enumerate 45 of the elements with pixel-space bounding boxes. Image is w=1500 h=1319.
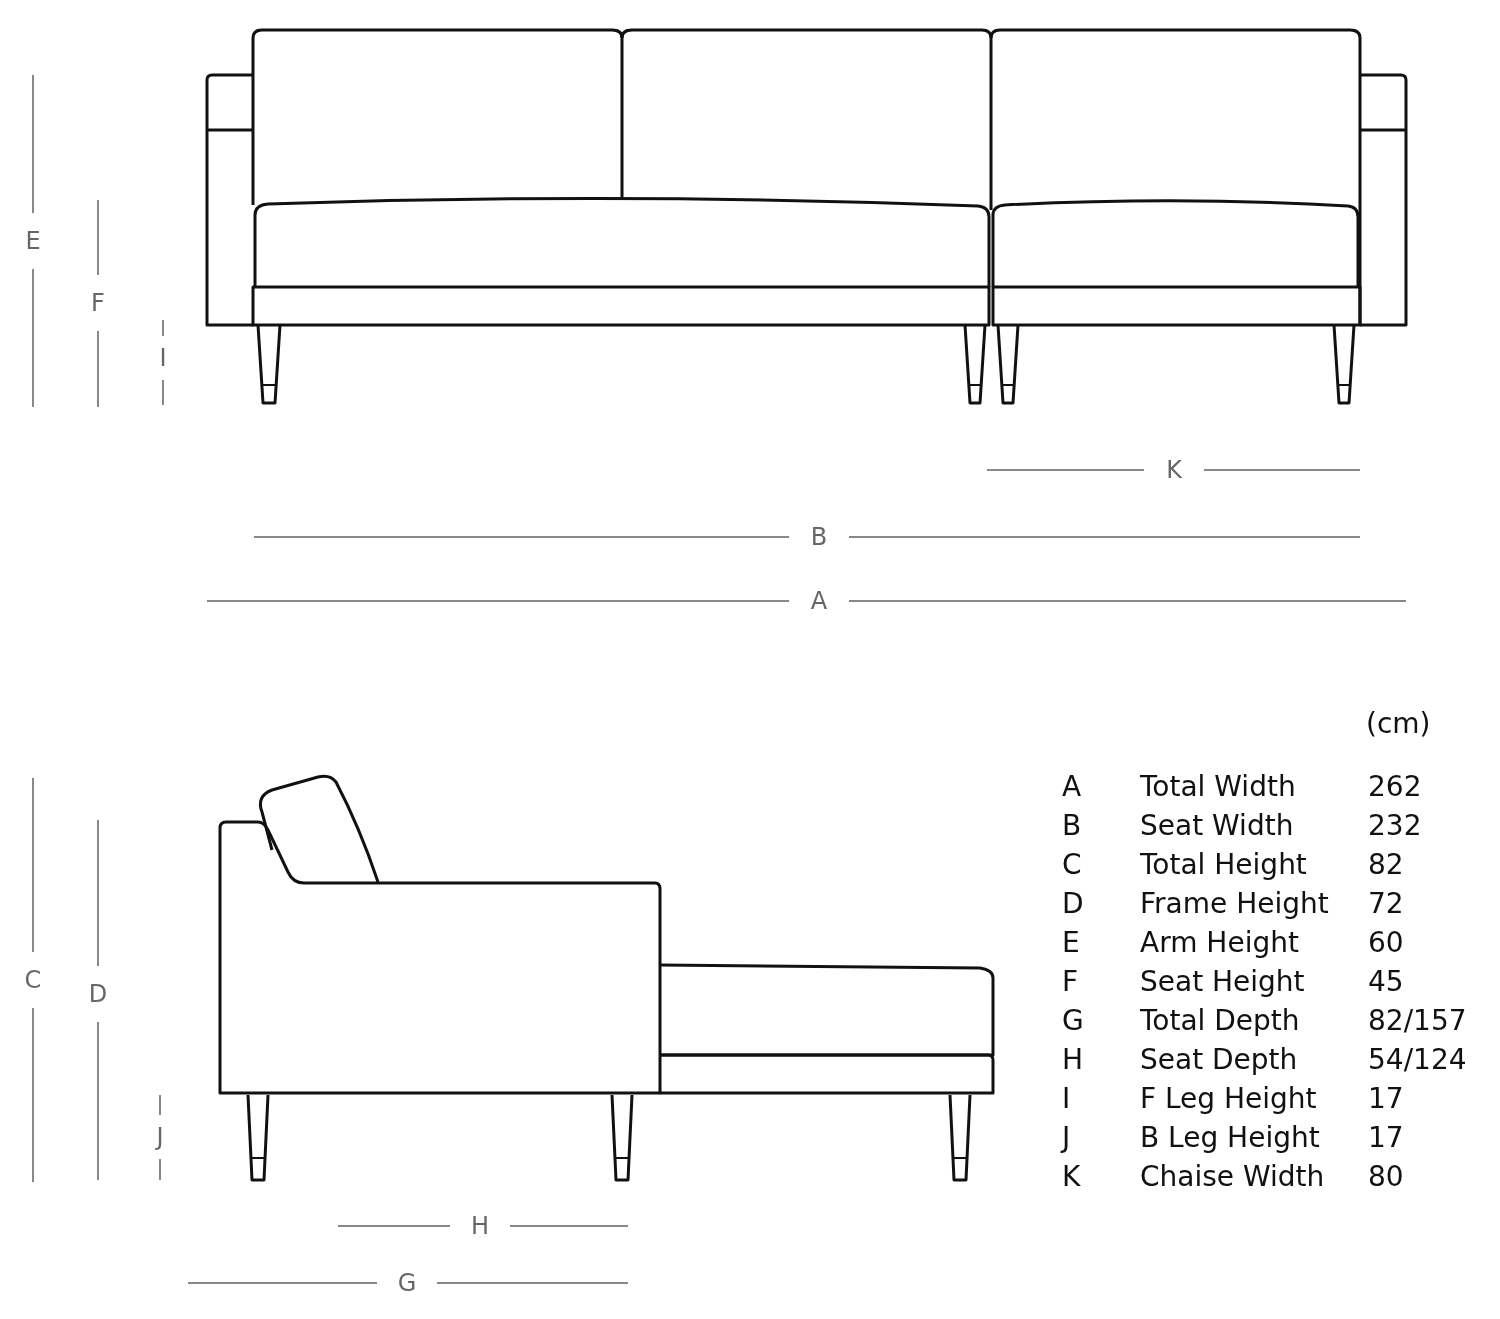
dimension-value: 45: [1368, 966, 1404, 998]
dimension-value: 60: [1368, 927, 1404, 959]
dimension-value: 54/124: [1368, 1044, 1467, 1076]
dimension-value: 72: [1368, 888, 1404, 920]
dimension-name: Total Depth: [1140, 1005, 1300, 1037]
dimension-letter: E: [1062, 927, 1080, 959]
dimension-letter: D: [88, 980, 108, 1008]
dimension-name: Total Height: [1140, 849, 1307, 881]
dimension-letter: A: [810, 587, 828, 615]
dimension-value: 232: [1368, 810, 1422, 842]
dimension-value: 80: [1368, 1161, 1404, 1193]
dimension-name: B Leg Height: [1140, 1122, 1320, 1154]
dimension-name: Chaise Width: [1140, 1161, 1325, 1193]
dimension-name: Seat Depth: [1140, 1044, 1298, 1076]
dimension-name: Seat Width: [1140, 810, 1294, 842]
dimension-letter: K: [1166, 456, 1182, 484]
dimension-letter: F: [1062, 966, 1079, 998]
dimension-value: 82: [1368, 849, 1404, 881]
unit-label: (cm): [1366, 708, 1431, 740]
dimension-letter: H: [471, 1212, 489, 1240]
dimension-letter: A: [1062, 771, 1082, 803]
dimension-letter: I: [1062, 1083, 1071, 1115]
dimension-letter: C: [24, 966, 42, 994]
dimension-name: Seat Height: [1140, 966, 1305, 998]
dimension-letter: G: [397, 1269, 417, 1297]
dimension-value: 17: [1368, 1122, 1404, 1154]
dimension-letter: F: [91, 289, 105, 317]
dimension-letter: B: [1062, 810, 1082, 842]
dimension-value: 17: [1368, 1083, 1404, 1115]
dimension-letter: D: [1062, 888, 1084, 920]
dimension-letter: I: [159, 344, 167, 372]
dimension-name: F Leg Height: [1140, 1083, 1317, 1115]
dimension-name: Frame Height: [1140, 888, 1329, 920]
dimension-letter: C: [1062, 849, 1082, 881]
dimension-name: Arm Height: [1140, 927, 1299, 959]
dimension-value: 262: [1368, 771, 1422, 803]
dimension-letter: B: [810, 523, 828, 551]
dimension-letter: E: [25, 227, 41, 255]
dimension-letter: J: [1062, 1122, 1071, 1154]
dimension-name: Total Width: [1140, 771, 1296, 803]
dimension-letter: J: [156, 1123, 164, 1151]
dimension-letter: H: [1062, 1044, 1084, 1076]
dimension-letter: K: [1062, 1161, 1081, 1193]
dimension-letter: G: [1062, 1005, 1084, 1037]
dimension-value: 82/157: [1368, 1005, 1467, 1037]
